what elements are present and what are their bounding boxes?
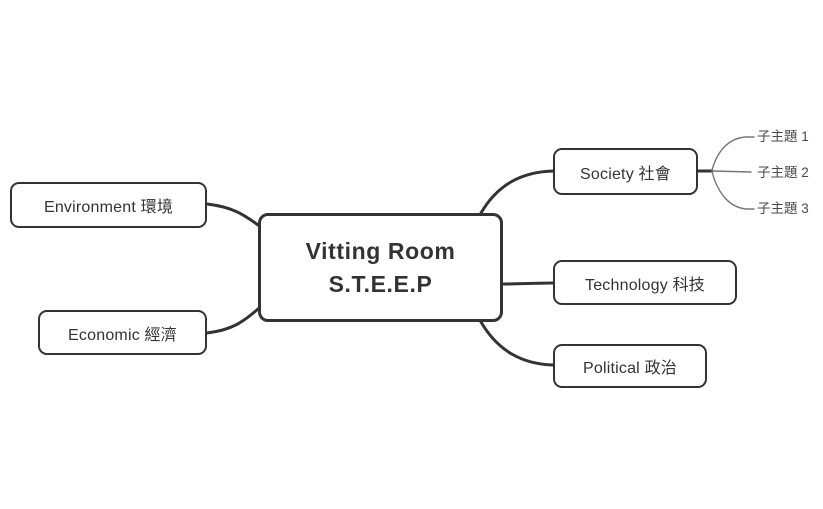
connector-economic-center [205, 307, 260, 335]
topic-label-environment: Environment 環境 [43, 199, 174, 216]
connector-fork-subtopic-3 [711, 171, 755, 210]
topic-label-economic: Economic 經濟 [68, 326, 177, 344]
connector-environment-center [205, 202, 260, 227]
topic-node-technology[interactable]: Technology 科技 [553, 260, 737, 305]
connector-center-society [479, 169, 555, 215]
central-topic-title-line1: Vitting Room [305, 237, 456, 264]
connector-center-political [479, 320, 555, 367]
subtopic-node-1[interactable]: 子主題 1 [757, 129, 809, 144]
subtopic-node-2[interactable]: 子主題 2 [757, 165, 809, 180]
topic-label-society: Society 社會 [580, 165, 671, 183]
topic-node-society[interactable]: Society 社會 [553, 148, 698, 195]
topic-node-political[interactable]: Political 政治 [553, 344, 707, 388]
connector-center-technology [501, 281, 555, 286]
topic-label-political: Political 政治 [583, 360, 677, 377]
topic-label-technology: Technology 科技 [585, 276, 705, 294]
connector-fork-subtopic-1 [711, 136, 755, 171]
topic-node-economic[interactable]: Economic 經濟 [38, 310, 207, 355]
connector-fork-subtopic-2 [711, 170, 752, 173]
subtopic-node-3[interactable]: 子主題 3 [757, 201, 809, 216]
central-topic-node[interactable]: Vitting Room S.T.E.E.P [258, 213, 503, 322]
topic-node-environment[interactable]: Environment 環境 [10, 182, 207, 228]
central-topic-title-line2: S.T.E.E.P [328, 270, 433, 297]
